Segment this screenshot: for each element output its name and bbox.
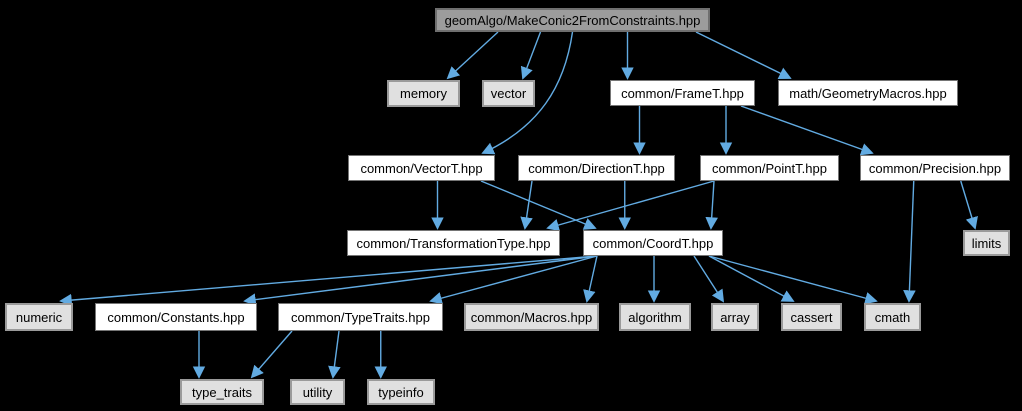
edge-makeconic2-vector — [520, 31, 542, 80]
node-coordt[interactable]: common/CoordT.hpp — [583, 230, 723, 256]
edge-coordt-array — [693, 255, 725, 303]
node-precision[interactable]: common/Precision.hpp — [860, 155, 1010, 181]
node-type_traits: type_traits — [180, 379, 264, 405]
edge-directiont-transformationtype — [520, 180, 533, 230]
edge-typetraits-type_traits — [250, 330, 293, 379]
edge-coordt-numeric — [59, 255, 598, 307]
node-transformationtype[interactable]: common/TransformationType.hpp — [347, 230, 560, 256]
node-typetraits[interactable]: common/TypeTraits.hpp — [278, 303, 443, 331]
node-pointt[interactable]: common/PointT.hpp — [700, 155, 839, 181]
node-memory: memory — [387, 80, 460, 107]
node-makeconic2: geomAlgo/MakeConic2FromConstraints.hpp — [435, 8, 710, 32]
node-vector: vector — [482, 80, 535, 107]
edge-framet-precision — [740, 105, 874, 156]
node-macros: common/Macros.hpp — [464, 303, 599, 331]
edge-coordt-constants — [243, 255, 598, 306]
edge-precision-limits — [960, 180, 978, 230]
node-geometrymacros[interactable]: math/GeometryMacros.hpp — [778, 80, 958, 106]
node-directiont[interactable]: common/DirectionT.hpp — [518, 155, 675, 181]
edge-coordt-macros — [583, 255, 598, 303]
edge-makeconic2-geometrymacros — [695, 31, 792, 79]
edge-typetraits-utility — [328, 330, 341, 379]
node-algorithm: algorithm — [619, 303, 691, 331]
edge-pointt-transformationtype — [546, 180, 715, 232]
node-utility: utility — [290, 379, 345, 405]
node-array: array — [711, 303, 759, 331]
node-limits: limits — [963, 230, 1010, 256]
node-cmath: cmath — [864, 303, 921, 331]
edge-makeconic2-vectort — [481, 31, 574, 155]
node-vectort[interactable]: common/VectorT.hpp — [348, 155, 495, 181]
edge-coordt-cassert — [708, 255, 795, 302]
node-constants[interactable]: common/Constants.hpp — [95, 303, 257, 331]
edge-precision-cmath — [903, 180, 916, 303]
node-framet[interactable]: common/FrameT.hpp — [610, 80, 755, 106]
edge-coordt-cmath — [708, 255, 878, 305]
node-cassert: cassert — [781, 303, 842, 331]
edge-pointt-coordt — [705, 180, 718, 230]
edge-vectort-coordt — [480, 180, 597, 230]
node-numeric: numeric — [5, 303, 73, 331]
edge-coordt-typetraits — [429, 255, 598, 305]
node-typeinfo: typeinfo — [367, 379, 435, 405]
edge-makeconic2-memory — [446, 31, 499, 80]
